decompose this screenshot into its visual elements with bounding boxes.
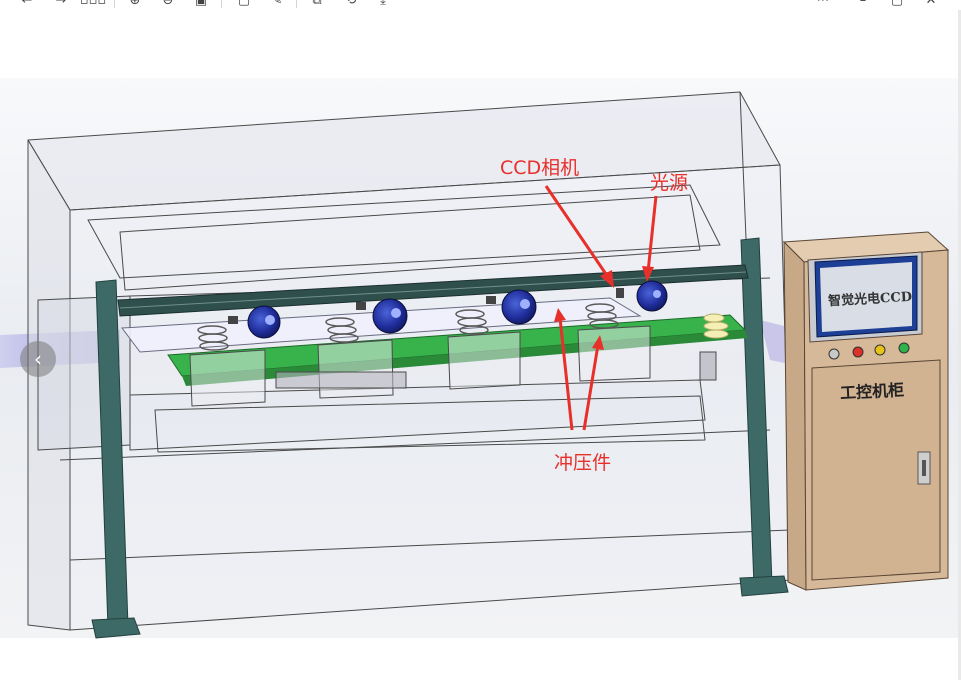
- zoom-out-icon[interactable]: ⊖: [162, 0, 174, 8]
- cabinet-label: 工控机柜: [839, 380, 905, 403]
- toolbar-separator: [296, 0, 297, 8]
- support-frame: [91, 237, 789, 639]
- rotate-icon[interactable]: ⟲: [345, 0, 357, 8]
- more-icon[interactable]: ⋯: [816, 0, 830, 8]
- machine-cad-render: [0, 78, 958, 639]
- toolbar-separator: [114, 0, 115, 8]
- copy-icon[interactable]: ⧉: [312, 0, 322, 8]
- label-ccd-camera: CCD相机: [500, 157, 580, 179]
- thumbnails-icon[interactable]: ▫▫▫: [79, 0, 107, 8]
- chevron-left-icon: ‹: [34, 347, 42, 371]
- viewer-toolbar: ← → ▫▫▫ ⊕ ⊖ ▣ ▢ ✎ ⧉ ⟲ ⤓ ⋯ – ▢ ✕: [0, 0, 961, 10]
- label-light-source: 光源: [650, 172, 689, 194]
- window-edge: [958, 10, 961, 680]
- annotation-arrows: [544, 185, 658, 431]
- image-viewer: CCD相机 光源 冲压件 智觉光电CCD 工控机柜 ‹: [0, 10, 961, 680]
- ccd-cameras: [228, 280, 668, 339]
- maximize-icon[interactable]: ▢: [890, 0, 904, 8]
- zoom-in-icon[interactable]: ⊕: [129, 0, 141, 8]
- edit-icon[interactable]: ✎: [271, 0, 283, 8]
- control-cabinet: [782, 231, 950, 591]
- label-stamped-part: 冲压件: [554, 452, 612, 474]
- crop-icon[interactable]: ▢: [237, 0, 251, 8]
- fixture-boxes: [189, 325, 717, 407]
- previous-image-button[interactable]: ‹: [20, 341, 56, 377]
- minimize-icon[interactable]: –: [859, 0, 867, 8]
- pad-discs: [703, 313, 729, 339]
- fit-window-icon[interactable]: ▣: [194, 0, 208, 8]
- arrow-left-icon[interactable]: ←: [21, 0, 33, 8]
- download-icon[interactable]: ⤓: [380, 0, 386, 8]
- arrow-right-icon[interactable]: →: [55, 0, 67, 8]
- spring-stacks: [197, 303, 619, 351]
- cabinet-buttons: [828, 342, 910, 360]
- close-icon[interactable]: ✕: [925, 0, 937, 8]
- toolbar-separator: [221, 0, 222, 8]
